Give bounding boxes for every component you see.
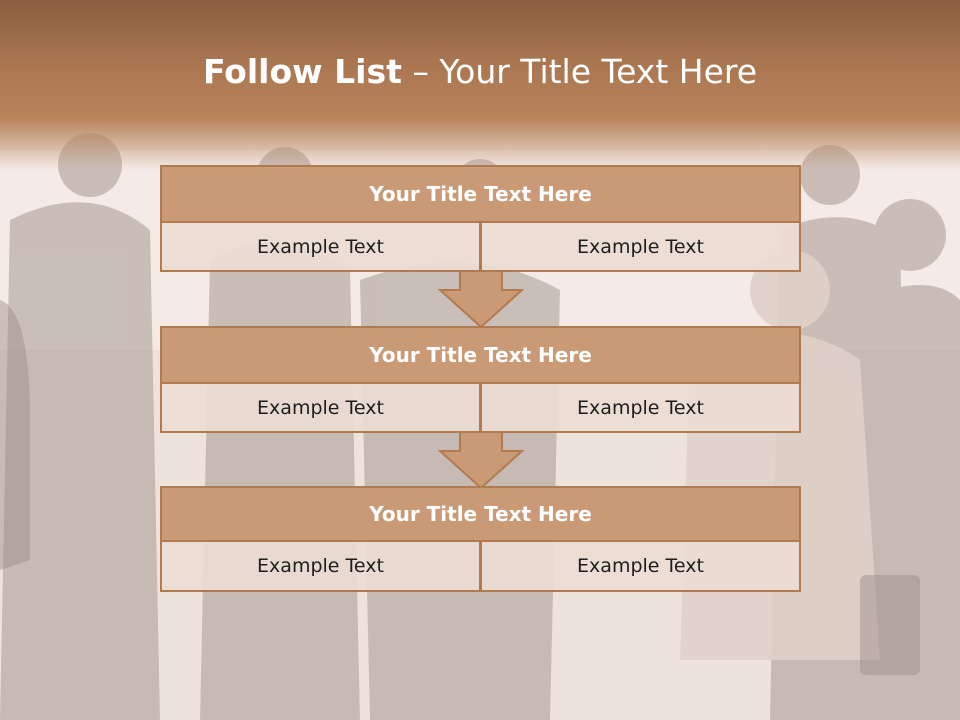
title-rest: Your Title Text Here [439,52,758,91]
block-heading: Your Title Text Here [160,486,801,542]
block-row: Example Text Example Text [160,223,801,272]
title-bold: Follow List [202,52,402,91]
title-dash: – [412,52,429,91]
block-cell-right: Example Text [481,542,801,592]
list-block-3: Your Title Text Here Example Text Exampl… [160,486,801,592]
block-cell-right: Example Text [481,223,801,272]
list-block-2: Your Title Text Here Example Text Exampl… [160,326,801,433]
slide-title: Follow List – Your Title Text Here [0,52,960,91]
block-cell-left: Example Text [160,542,481,592]
block-cell-right: Example Text [481,384,801,433]
block-heading: Your Title Text Here [160,165,801,223]
block-row: Example Text Example Text [160,384,801,433]
block-cell-left: Example Text [160,384,481,433]
header-band [0,0,960,170]
block-cell-left: Example Text [160,223,481,272]
down-arrow-icon [438,431,524,489]
list-block-1: Your Title Text Here Example Text Exampl… [160,165,801,272]
down-arrow-icon [438,270,524,328]
block-row: Example Text Example Text [160,542,801,592]
block-heading: Your Title Text Here [160,326,801,384]
